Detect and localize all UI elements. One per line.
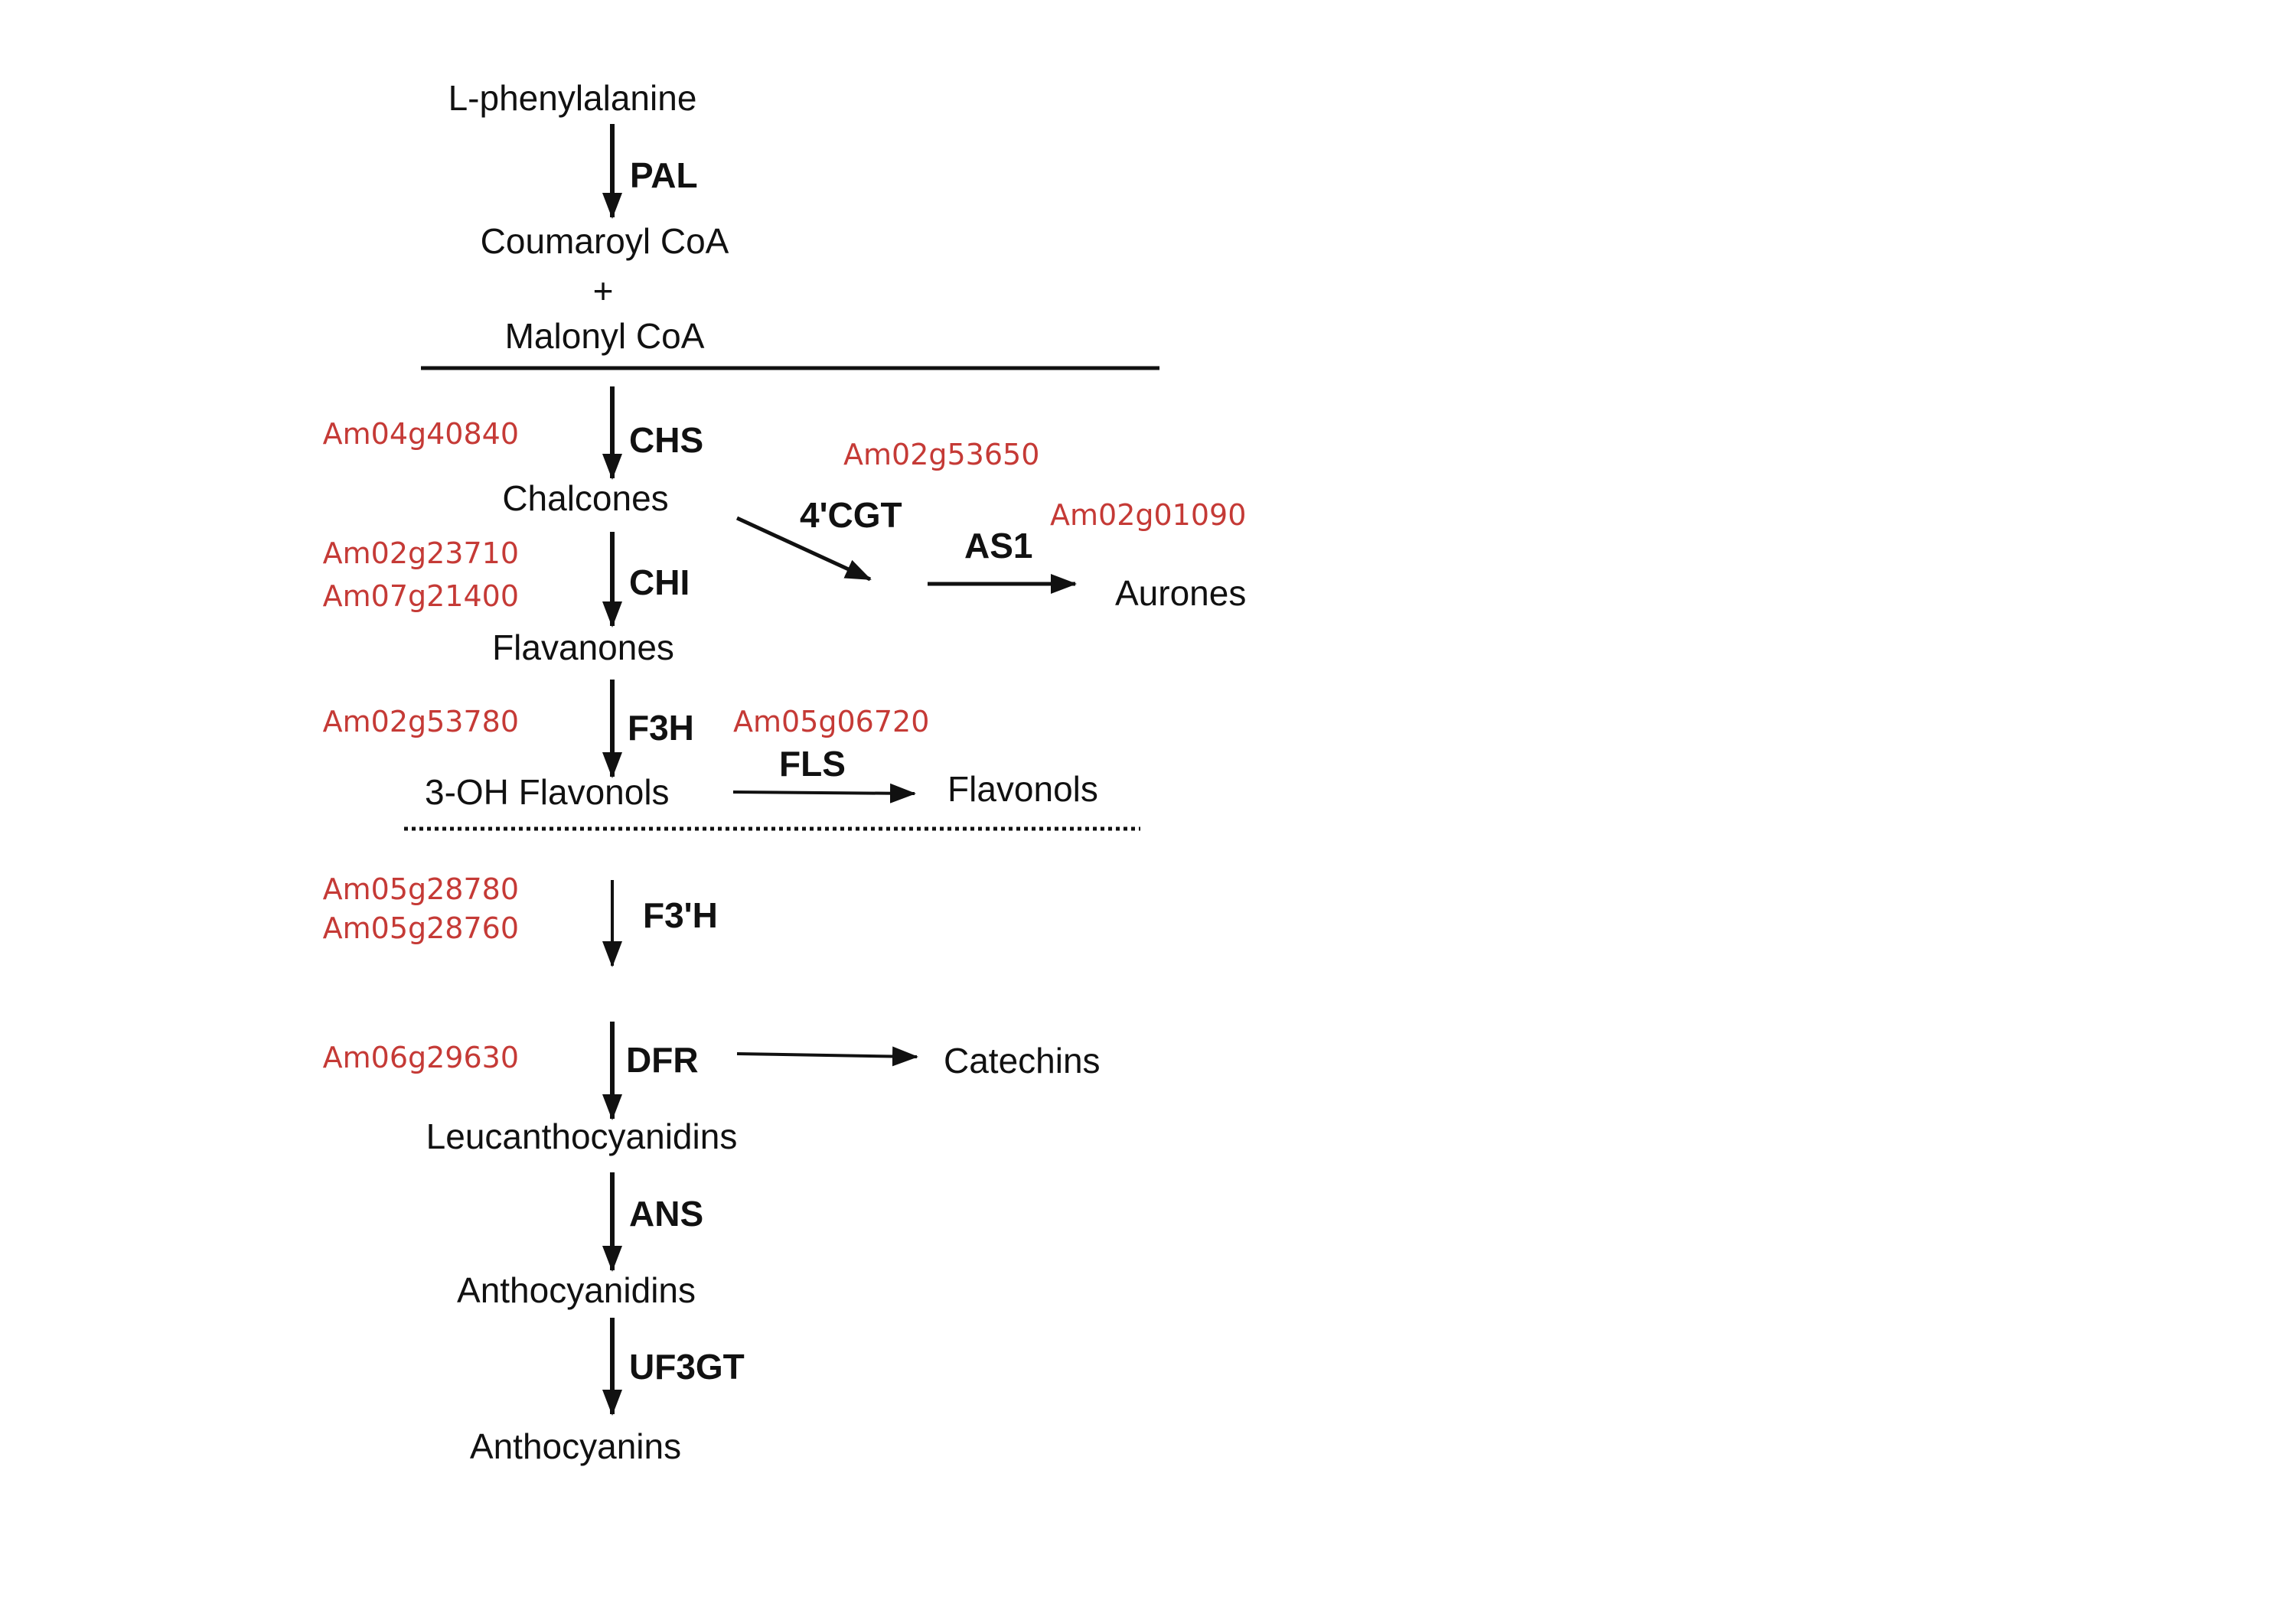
compound-flavonols: Flavonols bbox=[947, 769, 1098, 809]
catechins-arrow bbox=[736, 1046, 918, 1067]
gene-chi-1: Am02g23710 bbox=[322, 536, 519, 570]
gene-dfr: Am06g29630 bbox=[322, 1041, 519, 1074]
compound-flavanones: Flavanones bbox=[492, 627, 674, 667]
enzyme-as1: AS1 bbox=[964, 526, 1033, 566]
gene-f3prime-h-2: Am05g28760 bbox=[322, 911, 519, 945]
plus-sign: + bbox=[592, 271, 614, 311]
enzyme-f3prime-h: F3'H bbox=[643, 895, 718, 935]
gene-fls: Am05g06720 bbox=[733, 705, 930, 738]
gene-f3prime-h-1: Am05g28780 bbox=[322, 872, 519, 906]
compound-coumaroyl-coa: Coumaroyl CoA bbox=[480, 221, 729, 261]
enzyme-chs: CHS bbox=[629, 420, 704, 460]
compound-catechins: Catechins bbox=[944, 1041, 1101, 1081]
compound-aurones: Aurones bbox=[1115, 573, 1247, 613]
gene-4cgt: Am02g53650 bbox=[843, 438, 1040, 471]
gene-as1: Am02g01090 bbox=[1050, 498, 1247, 532]
gene-chs: Am04g40840 bbox=[322, 417, 519, 451]
enzyme-uf3gt: UF3GT bbox=[629, 1347, 745, 1387]
compound-chalcones: Chalcones bbox=[502, 478, 669, 518]
fls-arrow bbox=[732, 783, 916, 804]
enzyme-chi: CHI bbox=[629, 562, 690, 602]
compound-malonyl-coa: Malonyl CoA bbox=[504, 316, 705, 356]
compound-l-phenylalanine: L-phenylalanine bbox=[448, 78, 697, 118]
enzyme-pal: PAL bbox=[630, 155, 698, 195]
enzyme-dfr: DFR bbox=[626, 1040, 699, 1080]
enzyme-fls: FLS bbox=[779, 744, 846, 784]
cgt-arrow bbox=[735, 516, 872, 582]
compound-leucanthocyanidins: Leucanthocyanidins bbox=[426, 1116, 738, 1156]
compound-anthocyanins: Anthocyanins bbox=[469, 1426, 682, 1466]
compound-3-oh-flavonols: 3-OH Flavonols bbox=[425, 772, 670, 812]
enzyme-ans: ANS bbox=[629, 1194, 704, 1234]
enzyme-f3h: F3H bbox=[628, 708, 694, 748]
enzyme-4cgt: 4'CGT bbox=[800, 495, 902, 535]
gene-f3h: Am02g53780 bbox=[322, 705, 519, 738]
compound-anthocyanidins: Anthocyanidins bbox=[457, 1270, 696, 1310]
gene-chi-2: Am07g21400 bbox=[322, 579, 519, 613]
